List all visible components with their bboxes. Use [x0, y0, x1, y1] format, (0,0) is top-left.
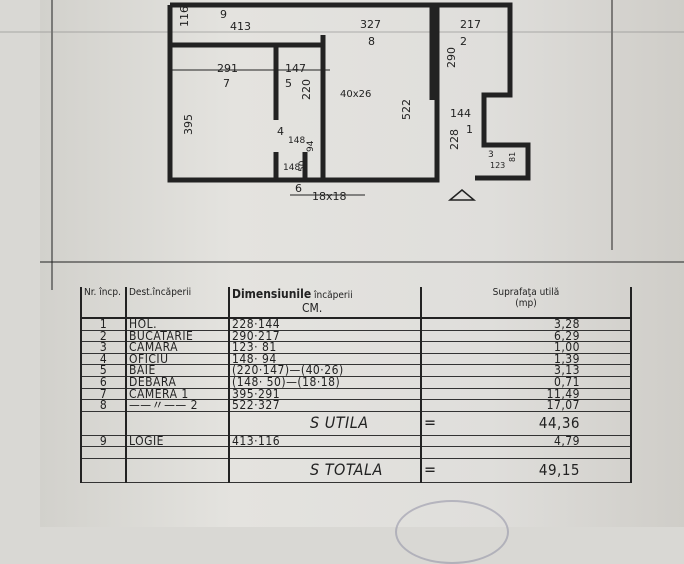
row-nr: 3 [80, 341, 127, 354]
row-area: 1,00 [420, 341, 632, 354]
room-9-dim-a: 413 [230, 20, 251, 33]
room-3-number: 3 [488, 150, 494, 160]
s-utila-value: 44,36 [538, 413, 580, 432]
room-5-dim-a: 147 [285, 62, 306, 75]
row-nr: 2 [80, 330, 127, 343]
row-area: 3,28 [420, 318, 632, 331]
room-5-dim-b: 220 [300, 79, 313, 100]
s-totala-row: S TOTALA = 49,15 [80, 458, 632, 483]
row-dim: (148· 50)—(18·18) [228, 376, 422, 389]
row-nr: 5 [80, 365, 127, 377]
empty-row [80, 446, 632, 459]
room-7-dim-b: 395 [182, 114, 195, 135]
bath-shaft-note: 40x26 [340, 89, 371, 100]
room-2-number: 2 [460, 35, 467, 48]
header-area: Suprafaţa utilă (mp) [420, 287, 632, 319]
row-dim: 522·327 [228, 399, 422, 412]
table-header: Nr. încp. Dest.încăperii Dimensiunile în… [80, 287, 632, 319]
row-dim: 228·144 [228, 318, 422, 331]
room-7-dim-a: 291 [217, 62, 238, 75]
room-4-dim-b: 94 [306, 140, 316, 152]
room-6-dim-b: 50 [298, 160, 308, 172]
row-dest: BAIE [125, 365, 230, 377]
row-dim: 290·217 [228, 330, 422, 343]
header-dim: Dimensiunile încăperii CM. [228, 287, 422, 319]
header-dest: Dest.încăperii [125, 287, 230, 319]
room-3-dim-b: 81 [508, 152, 517, 162]
room-9-number: 9 [220, 8, 227, 21]
room-1-dim-b: 228 [448, 129, 461, 150]
row-dim: 148· 94 [228, 353, 422, 366]
row-nr: 7 [80, 388, 127, 401]
header-dim-sub: încăperii [314, 290, 353, 301]
room-4-dim-a: 148 [288, 136, 305, 146]
room-8-dim-b: 522 [400, 99, 413, 120]
row-area: 3,13 [420, 365, 632, 377]
row-dest: CAMERA 1 [125, 388, 230, 401]
s-utila-label: S UTILA [228, 411, 422, 436]
row-dest: ——〃—— 2 [125, 399, 230, 412]
row-dest: BUCATARIE [125, 330, 230, 343]
row-area: 11,49 [420, 388, 632, 401]
room-6-number: 6 [295, 182, 302, 195]
row-nr: 4 [80, 353, 127, 366]
s-totala-label: S TOTALA [228, 458, 422, 483]
s-utila-cell: = 44,36 [420, 411, 632, 436]
row-nr: 1 [80, 318, 127, 331]
row-nr: 6 [80, 376, 127, 389]
row-nr: 8 [80, 399, 127, 412]
s-totala-eq: = [424, 459, 437, 479]
row-dim: (220·147)—(40·26) [228, 365, 422, 377]
row-dim: 123· 81 [228, 341, 422, 354]
row-dest: CAMARA [125, 341, 230, 354]
table-row: 9 LOGIE 413·116 4,79 [80, 435, 632, 448]
s-utila-row: S UTILA = 44,36 [80, 411, 632, 436]
storage-shaft-note: 18x18 [312, 190, 347, 203]
row-area: 4,79 [420, 435, 632, 448]
row-area: 17,07 [420, 399, 632, 412]
room-6-dim-a: 148 [283, 163, 300, 173]
room-2-dim-b: 290 [445, 47, 458, 68]
s-utila-eq: = [424, 412, 437, 432]
room-3-dim-a: 123 [490, 161, 505, 170]
row-dest: HOL. [125, 318, 230, 331]
s-totala-value: 49,15 [538, 460, 580, 479]
s-totala-cell: = 49,15 [420, 458, 632, 483]
row-dim: 395·291 [228, 388, 422, 401]
room-9-dim-b: 116 [178, 6, 191, 27]
row-area: 0,71 [420, 376, 632, 389]
header-nr: Nr. încp. [80, 287, 127, 319]
room-5-number: 5 [285, 77, 292, 90]
room-7-number: 7 [223, 77, 230, 90]
row-nr: 9 [80, 435, 127, 448]
row-dest: LOGIE [125, 435, 230, 448]
row-area: 6,29 [420, 330, 632, 343]
room-areas-table: Nr. încp. Dest.încăperii Dimensiunile în… [80, 287, 632, 483]
row-dim: 413·116 [228, 435, 422, 448]
row-dest: OFICIU [125, 353, 230, 366]
room-1-dim-a: 144 [450, 107, 471, 120]
room-8-number: 8 [368, 35, 375, 48]
row-dest: DEBARA [125, 376, 230, 389]
header-dim-unit: CM. [302, 301, 323, 315]
header-dim-label: Dimensiunile [232, 287, 312, 301]
header-area-unit: (mp) [515, 298, 537, 309]
floor-plan: 9 413 116 327 8 522 291 7 395 147 5 220 … [0, 0, 684, 290]
room-4-number: 4 [277, 125, 284, 138]
row-area: 1,39 [420, 353, 632, 366]
header-area-label: Suprafaţa utilă [492, 287, 560, 298]
certification-stamp [395, 500, 509, 564]
room-8-dim-a: 327 [360, 18, 381, 31]
room-1-number: 1 [466, 123, 473, 136]
room-2-dim-a: 217 [460, 18, 481, 31]
